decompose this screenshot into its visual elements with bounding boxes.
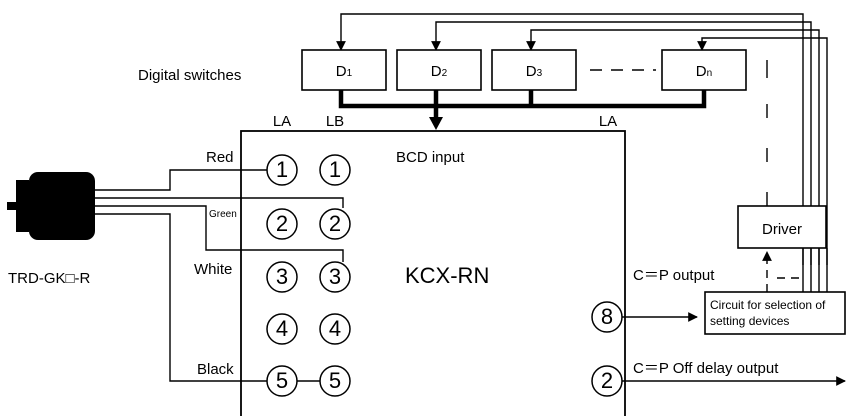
terminal-output-2: 2 xyxy=(591,365,623,397)
terminal-la-2: 2 xyxy=(266,208,298,240)
svg-text:5: 5 xyxy=(276,368,288,393)
svg-text:D2: D2 xyxy=(431,63,448,80)
terminal-la-1: 1 xyxy=(266,154,298,186)
terminal-lb-3: 3 xyxy=(319,261,351,293)
svg-text:D3: D3 xyxy=(526,63,543,80)
svg-text:2: 2 xyxy=(329,211,341,236)
digital-switches-label: Digital switches xyxy=(138,67,241,84)
driver-connections xyxy=(762,60,828,292)
selection-circuit-line1: Circuit for selection of xyxy=(710,298,826,312)
svg-text:Dn: Dn xyxy=(696,63,712,80)
svg-text:3: 3 xyxy=(329,264,341,289)
selection-circuit-box xyxy=(704,291,846,335)
wire-white-label: White xyxy=(194,261,232,278)
driver-box xyxy=(737,205,827,249)
wire-green-label: Green xyxy=(209,209,237,220)
terminal-la-3: 3 xyxy=(266,261,298,293)
svg-text:4: 4 xyxy=(329,316,341,341)
svg-text:1: 1 xyxy=(276,157,288,182)
cp-output-label: C＝P output xyxy=(633,267,715,284)
terminal-output-8: 8 xyxy=(591,301,623,333)
svg-text:2: 2 xyxy=(601,368,613,393)
column-label-lb: LB xyxy=(326,113,344,130)
terminal-lb-4: 4 xyxy=(319,313,351,345)
terminal-la-4: 4 xyxy=(266,313,298,345)
terminal-la-5: 5 xyxy=(266,365,298,397)
wire-black-label: Black xyxy=(197,361,234,378)
model-label: KCX-RN xyxy=(405,263,489,288)
svg-text:5: 5 xyxy=(329,368,341,393)
svg-text:D1: D1 xyxy=(336,63,353,80)
svg-text:2: 2 xyxy=(276,211,288,236)
driver-label: Driver xyxy=(762,221,802,238)
svg-text:4: 4 xyxy=(276,316,288,341)
terminal-lb-5: 5 xyxy=(319,365,351,397)
kcx-rn-body xyxy=(240,130,626,416)
wire-red-label: Red xyxy=(206,149,234,166)
sensor-model-label: TRD-GK□-R xyxy=(8,270,91,287)
digital-switch-d3: D3 xyxy=(491,49,577,91)
column-label-la-right: LA xyxy=(599,113,617,130)
svg-text:1: 1 xyxy=(329,157,341,182)
terminal-lb-1: 1 xyxy=(319,154,351,186)
bcd-bus xyxy=(338,90,707,130)
switch-feedback-lines xyxy=(336,13,828,265)
svg-text:8: 8 xyxy=(601,304,613,329)
bcd-input-label: BCD input xyxy=(396,149,465,166)
encoder-sensor xyxy=(7,172,95,240)
terminal-lb-2: 2 xyxy=(319,208,351,240)
column-label-la-left: LA xyxy=(273,113,291,130)
cp-off-delay-label: C＝P Off delay output xyxy=(633,360,779,377)
digital-switch-d1: D1 xyxy=(301,49,387,91)
selection-circuit-line2: setting devices xyxy=(710,314,789,328)
sensor-wires xyxy=(95,169,344,382)
digital-switch-d2: D2 xyxy=(396,49,482,91)
digital-switch-dn: Dn xyxy=(661,49,747,91)
svg-text:3: 3 xyxy=(276,264,288,289)
